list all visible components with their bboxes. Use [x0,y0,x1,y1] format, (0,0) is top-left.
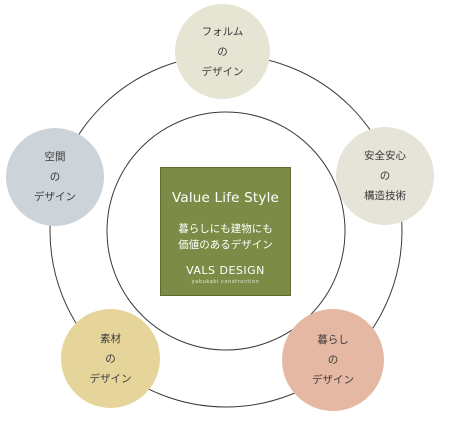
node-material-line1: 素材 [100,332,121,345]
center-title: Value Life Style [171,190,280,206]
node-structure-line2: の [379,170,391,182]
node-space-line1: 空間 [44,151,66,163]
node-living-line2: の [327,354,339,366]
node-living-design: 暮らし の デザイン [282,309,384,411]
node-space-line3: デザイン [34,191,76,203]
node-form-line2: の [217,45,228,58]
center-brand: VALS DESIGN [186,264,265,277]
node-form-line1: フォルム [201,25,244,38]
node-space-line2: の [49,171,61,183]
node-material-line3: デザイン [89,372,132,385]
node-living-line3: デザイン [312,374,354,386]
node-form-design: フォルム の デザイン [175,4,270,99]
node-space-design: 空間 の デザイン [6,128,104,226]
node-structure-tech: 安全安心 の 構造技術 [336,127,434,225]
node-structure-line1: 安全安心 [364,150,406,162]
node-structure-line3: 構造技術 [364,190,406,202]
node-material-line2: の [105,352,116,365]
center-subbrand: yabukaki construction [191,279,260,285]
center-tagline-line2: 価値のあるデザイン [178,239,273,251]
node-living-line1: 暮らし [317,334,349,346]
center-tagline-line1: 暮らしにも建物にも [178,223,273,235]
node-form-line3: デザイン [201,65,244,78]
node-material-design: 素材 の デザイン [61,309,160,408]
center-box: Value Life Style 暮らしにも建物にも 価値のあるデザイン VAL… [160,167,291,296]
inner-ring [106,111,346,351]
